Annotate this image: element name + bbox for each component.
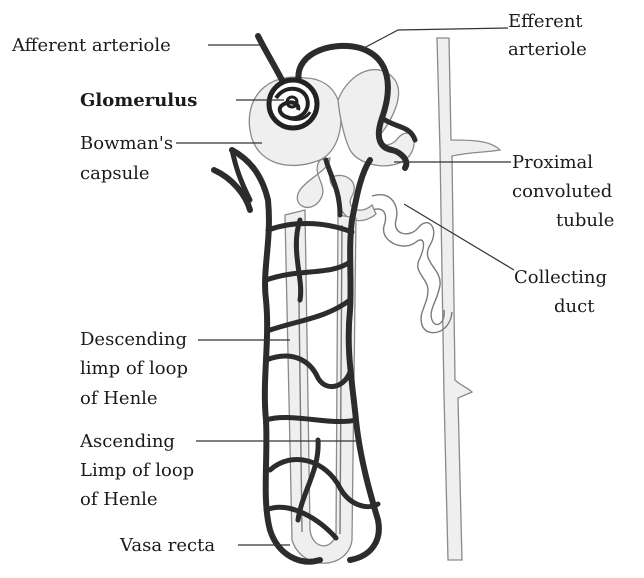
collecting-duct-shape (437, 38, 500, 560)
distal-tubule-shape (372, 195, 452, 333)
label-descending-line2: limp of loop (80, 358, 188, 379)
label-ascending-line3: of Henle (80, 489, 158, 510)
label-ascending-line1: Ascending (79, 431, 175, 452)
label-descending-line1: Descending (80, 329, 187, 350)
label-afferent-arteriole: Afferent arteriole (11, 35, 171, 56)
label-glomerulus: Glomerulus (80, 90, 197, 111)
label-proximal-line1: Proximal (512, 152, 593, 173)
label-collecting-duct-line1: Collecting (514, 267, 607, 288)
label-ascending-line2: Limp of loop (80, 460, 194, 481)
label-efferent-arteriole-line1: Efferent (508, 11, 583, 32)
label-collecting-duct-line2: duct (554, 296, 595, 317)
label-descending-line3: of Henle (80, 388, 158, 409)
label-bowmans-capsule-line2: capsule (80, 163, 150, 184)
label-vasa-recta: Vasa recta (119, 535, 215, 556)
label-efferent-arteriole-line2: arteriole (508, 39, 587, 60)
label-proximal-line3: tubule (556, 210, 614, 231)
label-bowmans-capsule-line1: Bowman's (80, 133, 173, 154)
glomerulus-tuft (269, 80, 317, 128)
label-proximal-line2: convoluted (512, 181, 612, 202)
